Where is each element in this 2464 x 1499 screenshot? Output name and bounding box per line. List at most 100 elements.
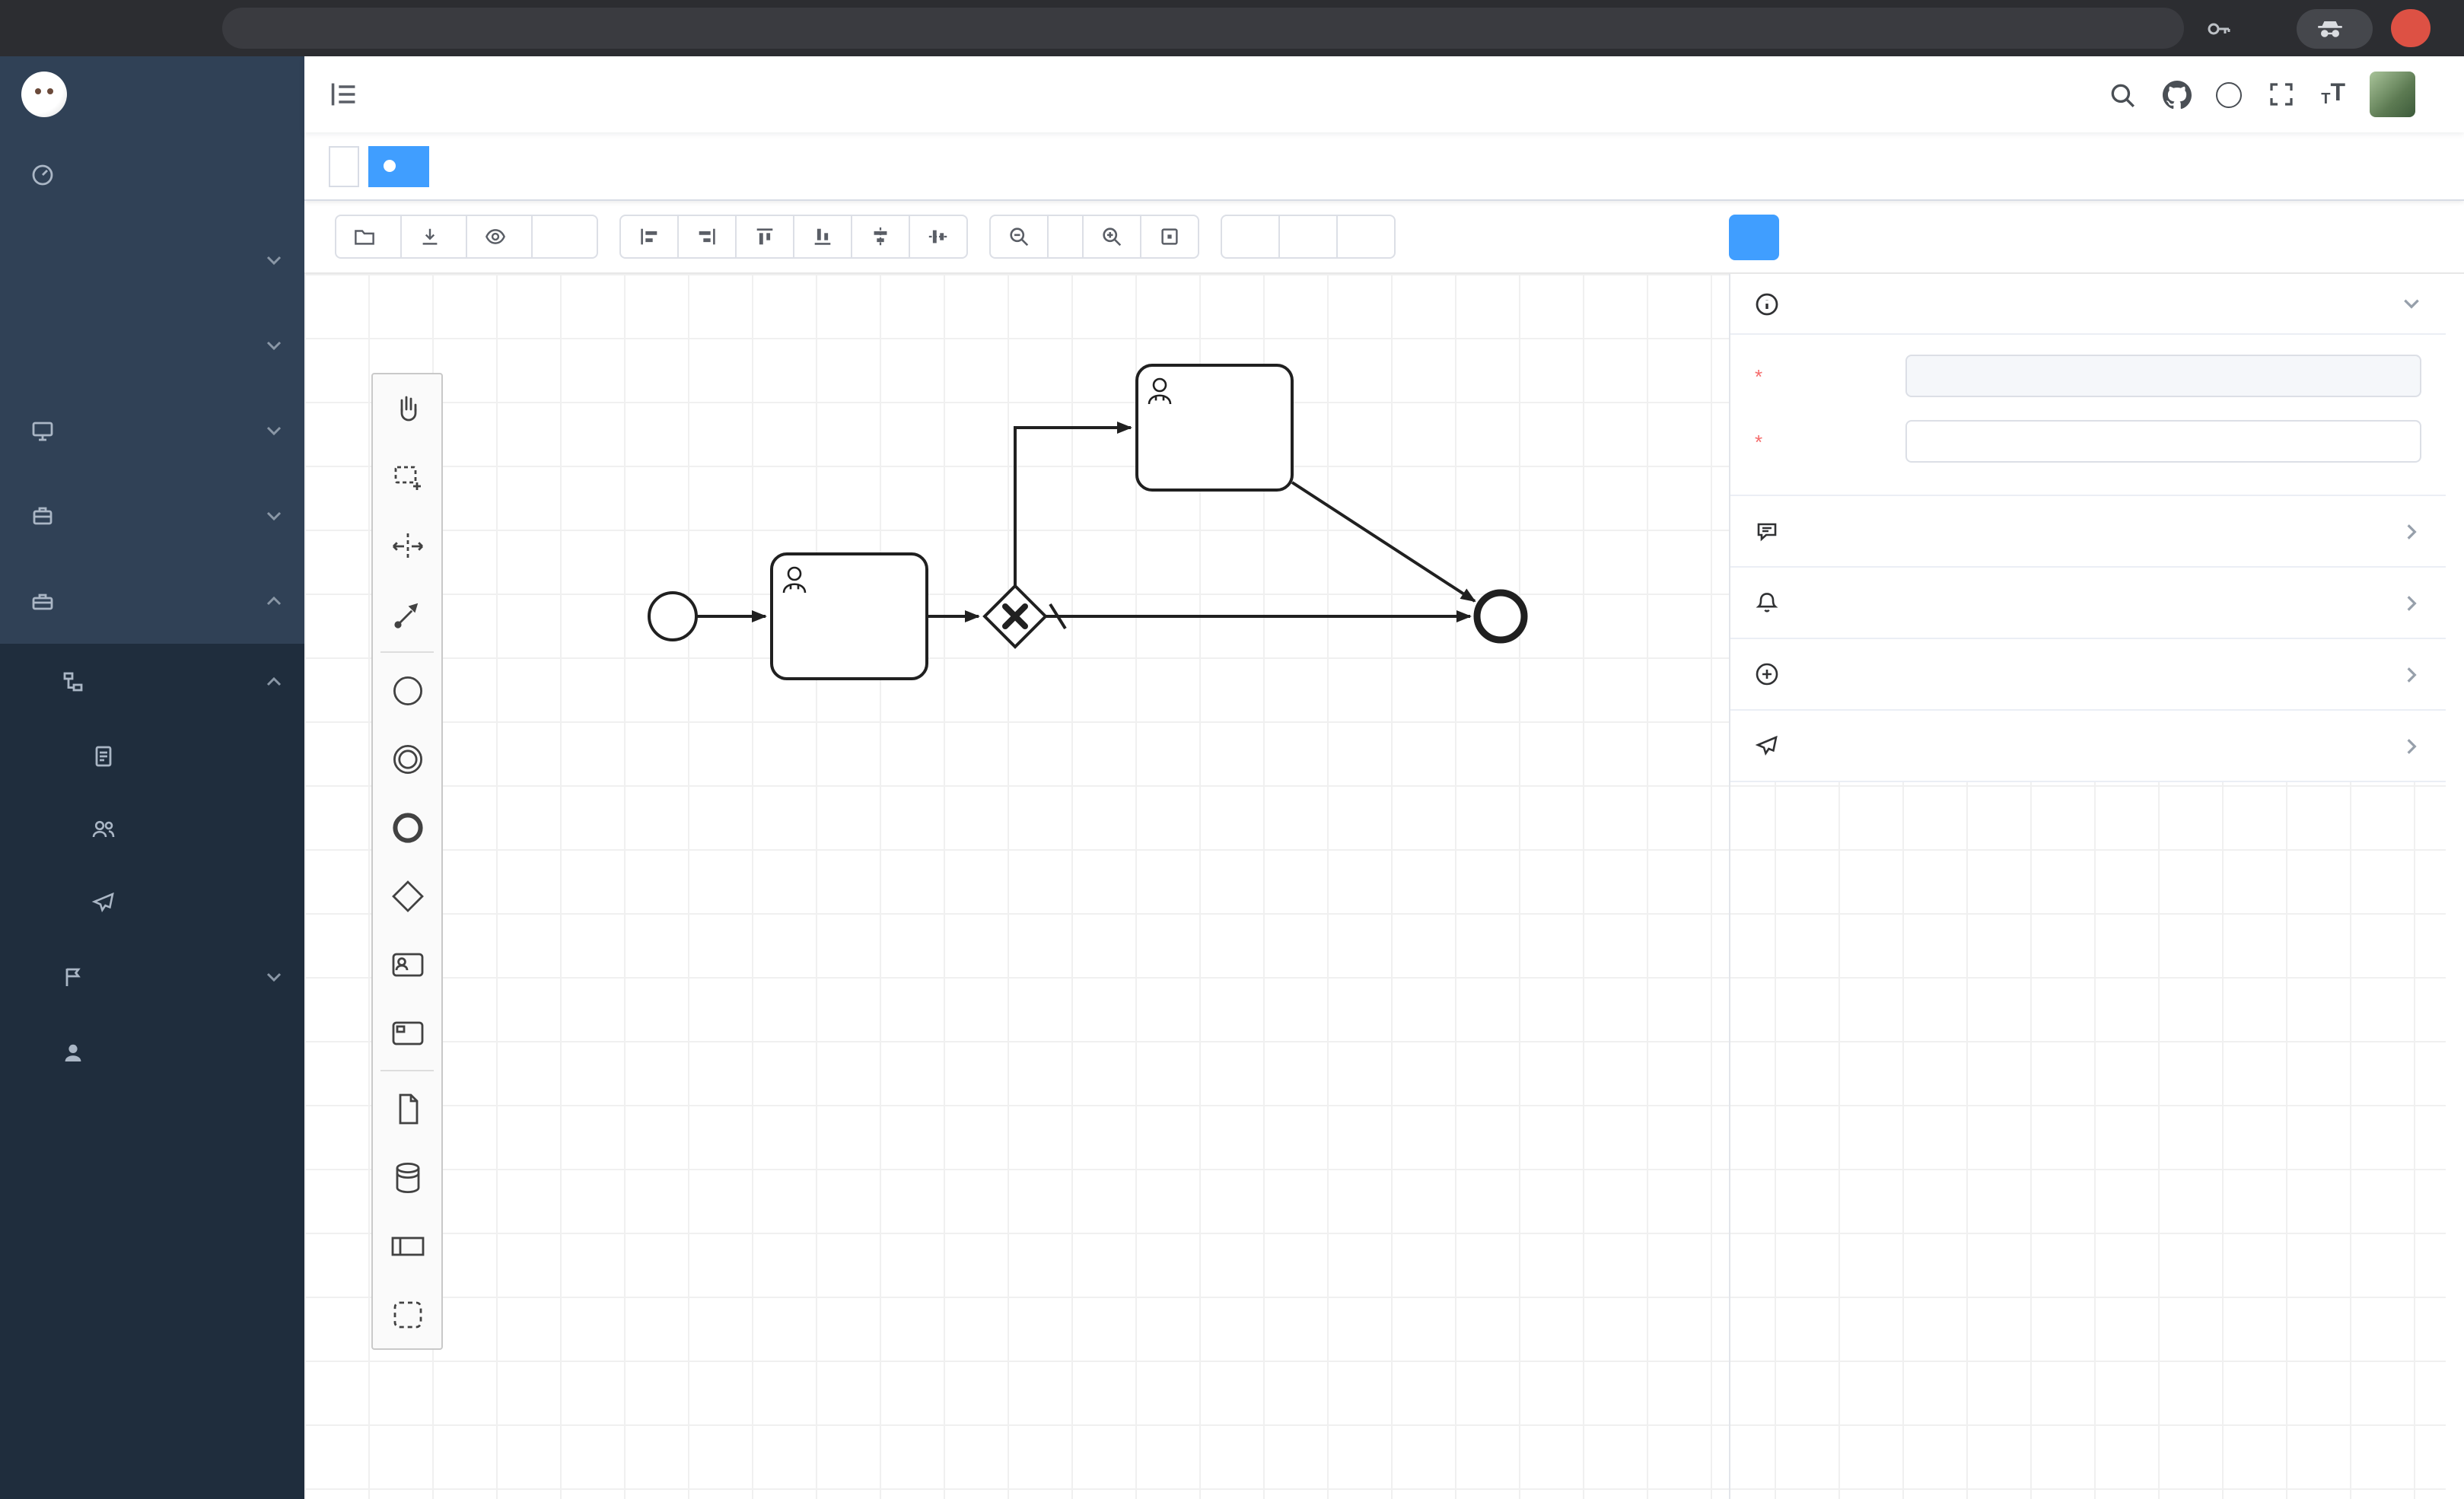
user-task-icon bbox=[782, 566, 807, 594]
align-right-button[interactable] bbox=[677, 215, 737, 259]
end-event[interactable] bbox=[1473, 589, 1528, 644]
person-icon bbox=[61, 1041, 85, 1065]
zoom-out-button[interactable] bbox=[989, 215, 1049, 259]
section-execution-listeners[interactable] bbox=[1730, 568, 2446, 639]
align-bottom-button[interactable] bbox=[793, 215, 852, 259]
sidebar-item-task-mgmt[interactable] bbox=[0, 939, 304, 1015]
fullscreen-icon[interactable] bbox=[2266, 79, 2297, 110]
create-data-store[interactable] bbox=[373, 1143, 441, 1211]
exclusive-gateway[interactable] bbox=[982, 584, 1048, 649]
restart-button[interactable] bbox=[1336, 215, 1396, 259]
zoom-level-button[interactable] bbox=[1047, 215, 1084, 259]
sidebar bbox=[0, 56, 304, 1499]
reset-view-button[interactable] bbox=[1140, 215, 1199, 259]
create-intermediate-event[interactable] bbox=[373, 724, 441, 793]
tab-home[interactable] bbox=[329, 145, 359, 186]
document-icon bbox=[91, 744, 116, 769]
sidebar-item-devtools[interactable] bbox=[0, 473, 304, 559]
flow-task2-to-end[interactable] bbox=[1291, 481, 1476, 603]
github-icon[interactable] bbox=[2161, 79, 2192, 110]
open-file-button[interactable] bbox=[335, 215, 402, 259]
monitor-icon bbox=[30, 419, 55, 443]
search-icon[interactable] bbox=[2106, 79, 2137, 110]
sidebar-item-leave-query[interactable] bbox=[0, 1015, 304, 1091]
flow-gateway-to-task2[interactable] bbox=[1014, 422, 1132, 586]
process-name-input[interactable] bbox=[1905, 420, 2421, 463]
download-icon bbox=[419, 225, 441, 248]
bookmark-star-icon[interactable] bbox=[2251, 14, 2278, 42]
redo-button[interactable] bbox=[1278, 215, 1338, 259]
create-data-object[interactable] bbox=[373, 1074, 441, 1143]
app-logo-row[interactable] bbox=[0, 56, 304, 132]
chevron-down-icon bbox=[2404, 299, 2419, 309]
global-connect-tool[interactable] bbox=[373, 580, 441, 648]
start-event[interactable] bbox=[648, 591, 698, 641]
reload-icon[interactable] bbox=[113, 8, 152, 48]
create-group[interactable] bbox=[373, 1280, 441, 1348]
align-middle-vertical-button[interactable] bbox=[909, 215, 968, 259]
general-form: * * bbox=[1730, 335, 2446, 496]
save-model-button[interactable] bbox=[1729, 215, 1779, 260]
chevron-right-icon bbox=[2407, 595, 2417, 610]
task-level2-approve[interactable] bbox=[1135, 364, 1294, 492]
message-icon bbox=[1757, 523, 1777, 542]
align-top-button[interactable] bbox=[735, 215, 794, 259]
bell-icon bbox=[1756, 593, 1778, 613]
create-task[interactable] bbox=[373, 998, 441, 1067]
process-key-input[interactable] bbox=[1905, 355, 2421, 397]
active-tab-dot bbox=[384, 160, 396, 172]
tab-design-process[interactable] bbox=[368, 145, 429, 186]
align-left-button[interactable] bbox=[619, 215, 679, 259]
task-level1-approve[interactable] bbox=[770, 552, 928, 680]
sidebar-item-system[interactable] bbox=[0, 218, 304, 303]
hand-tool[interactable] bbox=[373, 374, 441, 443]
section-other[interactable] bbox=[1730, 711, 2446, 782]
sidebar-item-home[interactable] bbox=[0, 132, 304, 218]
browser-actions bbox=[2205, 8, 2449, 48]
sidebar-item-payment[interactable] bbox=[0, 303, 304, 388]
home-icon[interactable] bbox=[161, 8, 201, 48]
chevron-down-icon bbox=[266, 972, 282, 982]
sidebar-item-process-model[interactable] bbox=[0, 866, 304, 939]
section-messages-signals[interactable] bbox=[1730, 496, 2446, 568]
sidebar-item-process-form[interactable] bbox=[0, 720, 304, 793]
update-button[interactable] bbox=[2391, 9, 2431, 47]
undo-button[interactable] bbox=[1221, 215, 1280, 259]
default-flow-marker bbox=[1049, 603, 1067, 630]
create-end-event[interactable] bbox=[373, 793, 441, 861]
back-icon[interactable] bbox=[15, 8, 55, 48]
collapse-sidebar-icon[interactable] bbox=[329, 79, 359, 110]
create-gateway[interactable] bbox=[373, 861, 441, 930]
avatar[interactable] bbox=[2370, 72, 2415, 117]
help-icon[interactable] bbox=[2216, 81, 2243, 107]
toolbox-icon bbox=[30, 504, 55, 528]
preview-button[interactable] bbox=[466, 215, 533, 259]
bpmn-canvas[interactable]: * * bbox=[304, 274, 2464, 1499]
zoom-in-button[interactable] bbox=[1082, 215, 1141, 259]
section-extension-properties[interactable] bbox=[1730, 639, 2446, 711]
lasso-tool[interactable] bbox=[373, 443, 441, 511]
simulate-button[interactable] bbox=[531, 215, 598, 259]
send-icon bbox=[1755, 735, 1778, 756]
sidebar-item-process-mgmt[interactable] bbox=[0, 644, 304, 720]
sidebar-item-infra[interactable] bbox=[0, 388, 304, 473]
space-tool[interactable] bbox=[373, 511, 441, 580]
address-bar[interactable] bbox=[222, 8, 2184, 49]
align-center-horizontal-button[interactable] bbox=[851, 215, 910, 259]
folder-icon bbox=[353, 225, 376, 248]
palette-separator bbox=[380, 1070, 434, 1071]
create-user-task[interactable] bbox=[373, 930, 441, 998]
create-start-event[interactable] bbox=[373, 656, 441, 724]
sidebar-item-workflow[interactable] bbox=[0, 559, 304, 644]
paper-plane-icon bbox=[91, 890, 116, 915]
scrollbar-track[interactable] bbox=[2446, 274, 2464, 1499]
forward-icon[interactable] bbox=[64, 8, 103, 48]
download-file-button[interactable] bbox=[400, 215, 467, 259]
required-asterisk: * bbox=[1755, 364, 1763, 387]
create-participant[interactable] bbox=[373, 1211, 441, 1280]
section-general-header[interactable] bbox=[1730, 274, 2446, 335]
sidebar-item-user-group[interactable] bbox=[0, 793, 304, 866]
password-key-icon[interactable] bbox=[2205, 14, 2233, 42]
